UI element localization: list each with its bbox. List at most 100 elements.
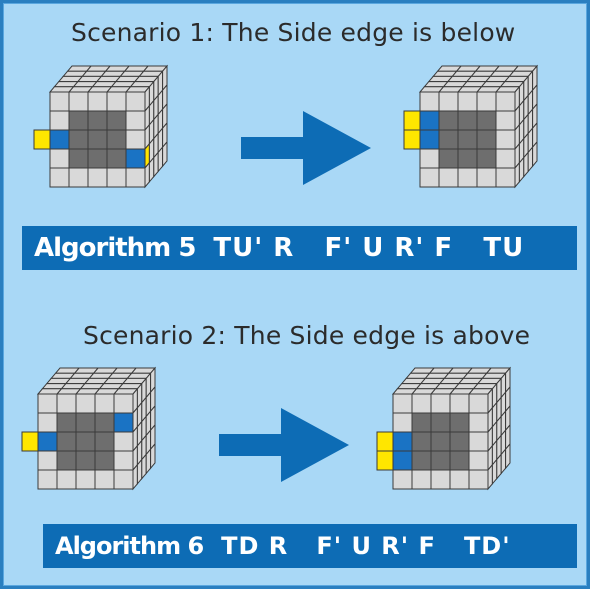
cube-front-sticker — [125, 129, 146, 150]
cube-top-sticker — [409, 367, 436, 374]
edge-side-sticker — [33, 129, 51, 150]
cube-front-sticker — [49, 148, 70, 169]
cube-front-sticker — [56, 393, 77, 414]
cube-front-sticker — [49, 129, 70, 150]
cube-front-sticker — [113, 412, 134, 433]
cube-front-sticker — [87, 110, 108, 131]
cube-top-sticker — [423, 81, 449, 88]
cube-front-sticker — [449, 412, 470, 433]
cube-front-sticker — [430, 431, 451, 452]
cube-front-sticker — [56, 450, 77, 471]
cube-top-sticker — [432, 70, 458, 77]
cube-top-sticker — [57, 75, 84, 83]
cube-top-sticker — [45, 377, 72, 385]
cube-front-sticker — [94, 450, 115, 471]
cube-front-sticker — [495, 167, 516, 188]
cube-front-sticker — [49, 110, 70, 131]
cube-front-sticker — [476, 148, 497, 169]
cube-scenario-2-after — [376, 366, 512, 491]
cube-top-sticker — [400, 377, 427, 385]
cube-side-sticker — [505, 442, 511, 470]
cube-front-sticker — [430, 412, 451, 433]
cube-front-sticker — [457, 167, 478, 188]
cube-scenario-2-before — [21, 366, 157, 491]
cube-front-sticker — [94, 469, 115, 490]
cube-front-sticker — [37, 450, 58, 471]
cube-front-sticker — [75, 412, 96, 433]
cube-scenario-1-before — [33, 64, 169, 189]
cube-front-sticker — [87, 148, 108, 169]
cube-front-sticker — [94, 393, 115, 414]
cube-front-sticker — [419, 110, 440, 131]
cube-top-sticker — [418, 86, 445, 93]
cube-front-sticker — [449, 450, 470, 471]
cube-front-sticker — [438, 91, 459, 112]
algorithm-6-banner: Algorithm 6 TD R F' U R' F TD' — [43, 524, 577, 568]
cube-front-sticker — [495, 129, 516, 150]
cube-front-sticker — [106, 129, 127, 150]
cube-top-sticker — [62, 70, 88, 77]
cube-front-sticker — [37, 431, 58, 452]
cube-front-sticker — [411, 412, 432, 433]
cube-front-sticker — [468, 412, 489, 433]
cube-front-sticker — [392, 469, 413, 490]
cube-front-sticker — [75, 469, 96, 490]
cube-scenario-1-after — [403, 64, 539, 189]
cube-top-sticker — [396, 383, 422, 390]
algorithm-5-banner: Algorithm 5 TU' R F' U R' F TU — [22, 226, 577, 270]
cube-front-sticker — [468, 431, 489, 452]
cube-front-sticker — [37, 469, 58, 490]
cube-top-sticker — [53, 81, 79, 88]
cube-front-sticker — [411, 469, 432, 490]
cube-front-sticker — [87, 129, 108, 150]
cube-front-sticker — [113, 393, 134, 414]
cube-front-sticker — [430, 450, 451, 471]
edge-side-sticker — [403, 110, 421, 131]
cube-front-sticker — [411, 393, 432, 414]
cube-front-sticker — [87, 91, 108, 112]
cube-front-sticker — [75, 450, 96, 471]
cube-front-sticker — [468, 450, 489, 471]
cube-front-sticker — [68, 110, 89, 131]
cube-front-sticker — [419, 129, 440, 150]
cube-front-sticker — [37, 412, 58, 433]
cube-front-sticker — [37, 393, 58, 414]
edge-side-sticker — [376, 450, 394, 471]
cube-front-sticker — [68, 148, 89, 169]
algorithm-6-moves: TD R F' U R' F TD' — [221, 532, 511, 560]
cube-front-sticker — [68, 91, 89, 112]
cube-front-sticker — [438, 129, 459, 150]
cube-front-sticker — [56, 469, 77, 490]
cube-top-sticker — [50, 372, 76, 379]
diagram-panel: Scenario 1: The Side edge is below Algor… — [3, 3, 587, 586]
cube-front-sticker — [419, 91, 440, 112]
cube-front-sticker — [68, 167, 89, 188]
cube-front-sticker — [476, 129, 497, 150]
cube-front-sticker — [430, 469, 451, 490]
cube-side-sticker — [532, 140, 538, 168]
cube-top-sticker — [48, 86, 75, 93]
cube-top-sticker — [36, 388, 63, 395]
cube-front-sticker — [49, 91, 70, 112]
cube-top-sticker — [405, 372, 431, 379]
cube-front-sticker — [106, 148, 127, 169]
cube-front-sticker — [449, 469, 470, 490]
cube-side-sticker — [162, 140, 168, 168]
cube-front-sticker — [476, 91, 497, 112]
cube-front-sticker — [449, 393, 470, 414]
cube-front-sticker — [457, 148, 478, 169]
scenario-2-title: Scenario 2: The Side edge is above — [83, 321, 531, 350]
cube-top-sticker — [54, 367, 81, 374]
cube-front-sticker — [49, 167, 70, 188]
cube-front-sticker — [495, 110, 516, 131]
cube-front-sticker — [419, 148, 440, 169]
arrow-right-icon — [219, 408, 349, 482]
cube-front-sticker — [113, 431, 134, 452]
cube-front-sticker — [392, 431, 413, 452]
cube-front-sticker — [56, 412, 77, 433]
cube-front-sticker — [392, 393, 413, 414]
cube-front-sticker — [87, 167, 108, 188]
algorithm-5-moves: TU' R F' U R' F TU — [213, 233, 525, 263]
cube-front-sticker — [476, 110, 497, 131]
cube-top-sticker — [427, 75, 454, 83]
